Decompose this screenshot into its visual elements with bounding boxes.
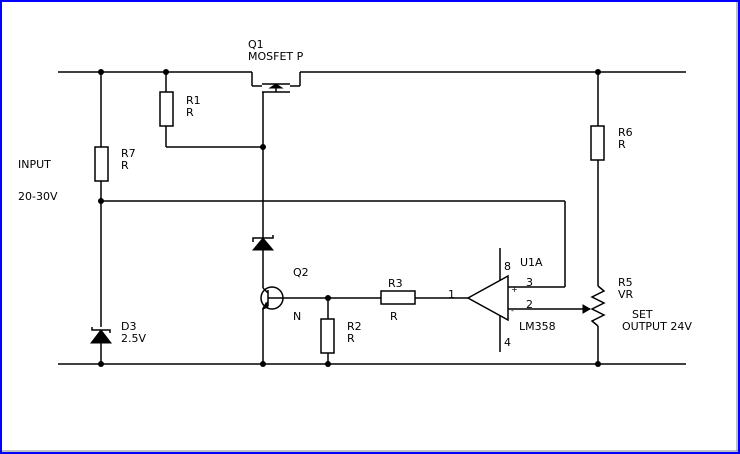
opamp-plus-sign: + <box>511 285 518 294</box>
junction-dot <box>260 144 266 150</box>
r6-resistor <box>590 125 605 161</box>
r6-ref-label: R6 <box>618 126 633 139</box>
q2-transistor <box>260 286 284 364</box>
r3-resistor <box>380 290 416 305</box>
q1-mosfet-symbol <box>251 72 301 238</box>
r1-value-label: R <box>186 106 194 119</box>
q1-type-label: MOSFET P <box>248 50 304 63</box>
r7-resistor <box>94 146 109 182</box>
opamp-pin-1-label: 1 <box>448 288 455 301</box>
d3-zener-diode <box>89 329 113 344</box>
junction-dot <box>98 69 104 75</box>
junction-dot <box>260 361 266 367</box>
r6-value-label: R <box>618 138 626 151</box>
d3-zener-bar <box>91 327 111 333</box>
junction-dot <box>325 361 331 367</box>
input-label: INPUT <box>18 158 51 171</box>
r2-value-label: R <box>347 332 355 345</box>
opamp-minus-sign: - <box>511 306 514 315</box>
set-output-line2: OUTPUT 24V <box>622 320 692 333</box>
r5-value-label: VR <box>618 288 634 301</box>
r5-ref-label: R5 <box>618 276 633 289</box>
opamp-pin-8-label: 8 <box>504 260 511 273</box>
d3-ref-label: D3 <box>121 320 136 333</box>
q2-zener-bar <box>252 235 274 242</box>
junction-dot <box>325 295 331 301</box>
junction-dot <box>163 69 169 75</box>
r3-ref-label: R3 <box>388 277 403 290</box>
r3-value-label: R <box>390 310 398 323</box>
opamp-pin-4-label: 4 <box>504 336 511 349</box>
d3-value-label: 2.5V <box>121 332 146 345</box>
q2-zener-diode <box>251 237 275 251</box>
opamp-part-label: LM358 <box>519 320 556 333</box>
junction-dot <box>98 198 104 204</box>
set-output-line1: SET <box>632 308 653 321</box>
r2-ref-label: R2 <box>347 320 362 333</box>
opamp-triangle <box>466 274 509 322</box>
r2-resistor <box>320 318 335 354</box>
r7-ref-label: R7 <box>121 147 136 160</box>
junction-dot <box>595 361 601 367</box>
q1-ref-label: Q1 <box>248 38 264 51</box>
q2-type-label: N <box>293 310 301 323</box>
input-range-label: 20-30V <box>18 190 58 203</box>
r1-resistor <box>159 91 174 127</box>
r7-value-label: R <box>121 159 129 172</box>
junction-dot <box>98 361 104 367</box>
r5-wiper-arrow <box>582 304 592 314</box>
opamp-pin-2-label: 2 <box>526 298 533 311</box>
r1-ref-label: R1 <box>186 94 201 107</box>
junction-dot <box>595 69 601 75</box>
r5-potentiometer <box>590 285 606 327</box>
opamp-ref-label: U1A <box>520 256 543 269</box>
q2-ref-label: Q2 <box>293 266 309 279</box>
opamp-pin-3-label: 3 <box>526 276 533 289</box>
